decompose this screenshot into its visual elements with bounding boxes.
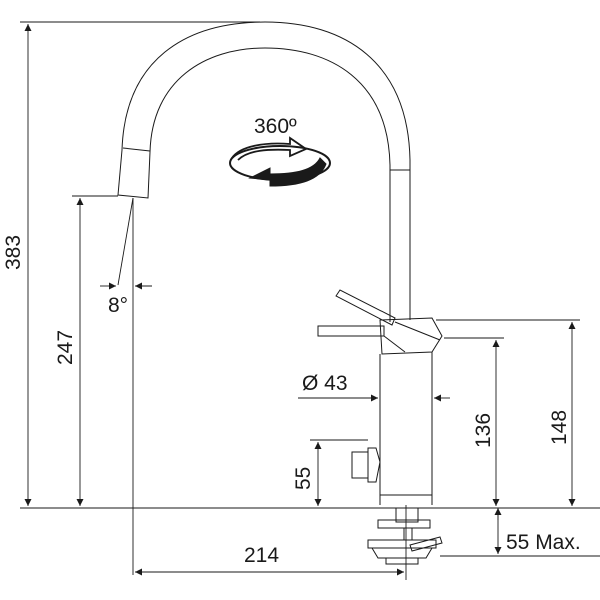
dimension-diameter: Ø 43 [298, 372, 450, 402]
dimension-total-height: 383 [2, 21, 600, 509]
side-rod [317, 325, 385, 337]
dimension-side-valve: 55 [292, 439, 368, 506]
reach-label: 214 [244, 544, 279, 567]
lever-block-detail [383, 321, 441, 353]
side-valve-cap [367, 447, 381, 483]
diameter-label: Ø 43 [302, 372, 348, 395]
max-thickness-label: 55 Max. [506, 531, 581, 554]
lever-height-label: 148 [548, 410, 571, 445]
spout-height-label: 247 [54, 330, 77, 365]
dimension-reach: 214 [135, 505, 407, 580]
dimension-max-thickness: 55 Max. [440, 508, 600, 557]
mounting-hardware [367, 507, 443, 565]
faucet-body [379, 352, 433, 505]
side-valve-knob [351, 451, 369, 479]
body-height-label: 136 [472, 413, 495, 448]
lever-block [379, 317, 443, 355]
dimension-body-height: 136 [444, 337, 504, 506]
dimension-lever-height: 148 [436, 319, 580, 506]
spout-outer-curve [121, 21, 411, 320]
lever-handle [335, 289, 396, 326]
spout-nozzle [117, 149, 151, 199]
angle-label: 8° [108, 294, 128, 317]
rotation-arrow-bold [248, 157, 327, 187]
height-total-label: 383 [2, 235, 25, 270]
side-valve-label: 55 [292, 467, 315, 490]
faucet-outline [117, 21, 443, 565]
dimension-angle: 8° [100, 197, 152, 575]
rotation-label: 360º [254, 115, 297, 138]
circular-arrow-icon: 360º [229, 115, 331, 187]
nozzle-joint [122, 147, 151, 152]
spout-inner-curve [149, 47, 391, 322]
dimension-spout-height: 247 [54, 195, 118, 506]
